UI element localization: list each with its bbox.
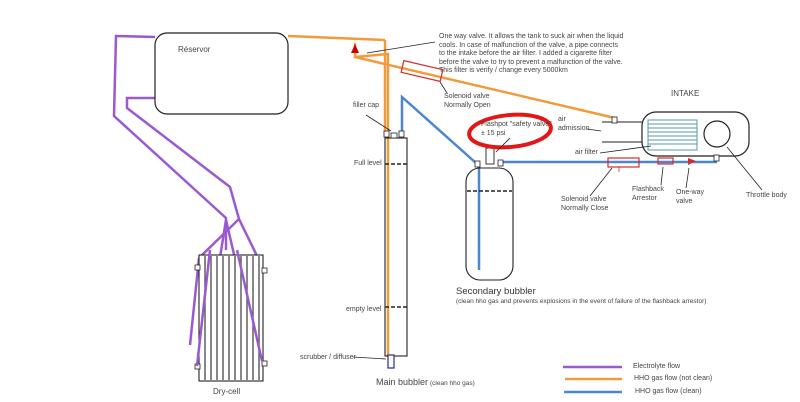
- one-way-valve-arrow: [351, 44, 359, 53]
- intake-port: [713, 154, 720, 162]
- main-bubbler-cap-1: [383, 130, 390, 138]
- reservoir-box: [154, 32, 289, 115]
- electrolyte-pipe-inner: [125, 96, 261, 261]
- one-way-valve-clean: [688, 158, 696, 165]
- throttle-body-label: Throttle body: [746, 192, 787, 199]
- solenoid-valve-open: [400, 59, 444, 83]
- flashback-line-2: Arrestor: [632, 194, 657, 202]
- air-filter-label: air filter: [575, 149, 598, 156]
- air-admission-pointer: [586, 128, 602, 132]
- air-admission-line-2: admission: [558, 124, 590, 132]
- secondary-bubbler-tank: [465, 167, 514, 281]
- intake-housing: [641, 111, 750, 157]
- filler-cap-pointer: [365, 114, 392, 132]
- intake-label: INTAKE: [671, 89, 700, 98]
- air-admission-port: [611, 116, 618, 124]
- electrolyte-pipe-outer: [112, 34, 228, 250]
- main-bubbler-cap-3: [398, 130, 405, 138]
- air-admission-line-1: air: [558, 116, 566, 123]
- one-way-pointer: [685, 167, 690, 189]
- air-filter: [647, 119, 698, 151]
- solenoid-close-line-1: Solenoid valve: [561, 196, 607, 203]
- solenoid-close-pointer: [589, 167, 613, 197]
- main-bubbler-subtitle: (clean hho gas): [429, 380, 475, 387]
- electrolyte-branch-4: [188, 257, 201, 346]
- legend-electrolyte-label: Electrolyte flow: [633, 363, 681, 370]
- reservoir-to-intake-top: [287, 34, 386, 42]
- flashpot-pointer: [495, 137, 511, 153]
- flashpot-line-1: Flashpot "safety valve": [481, 121, 552, 128]
- full-level-label: Full level: [354, 160, 382, 167]
- dry-cell: [194, 254, 268, 382]
- main-to-secondary: [400, 94, 477, 164]
- legend-hho-dirty-label: HHO gas flow (not clean): [634, 375, 713, 382]
- air-filter-pointer: [599, 145, 652, 154]
- flashback-pointer: [660, 166, 664, 186]
- main-bubbler-title: Main bubbler: [376, 377, 429, 387]
- solenoid-close-line-2: Normally Close: [561, 204, 609, 212]
- flashpot: [485, 147, 495, 165]
- note-pointer: [366, 41, 436, 54]
- one-way-valve-note: One way valve. It allows the tank to suc…: [439, 33, 624, 74]
- flashpot-line-2: ± 15 psi: [481, 129, 506, 137]
- secondary-port-left: [474, 160, 481, 168]
- flashpot-label: Flashpot "safety valve" ± 15 psi: [481, 121, 552, 138]
- scrubber-diffuser: [387, 354, 395, 369]
- flashback-line-1: Flashback: [632, 186, 664, 193]
- dry-cell-label: Dry-cell: [213, 387, 241, 396]
- secondary-bubbler-subtitle: (clean hho gas and prevents explosions i…: [456, 298, 707, 305]
- throttle-body-pointer: [726, 146, 763, 191]
- scrubber-pointer: [352, 356, 387, 360]
- secondary-bubbler-title: Secondary bubbler: [456, 286, 536, 297]
- throttle-body: [703, 120, 731, 148]
- solenoid-valve-close: [607, 157, 640, 168]
- solenoid-open-label: Solenoid valve Normally Open: [444, 93, 491, 110]
- scrubber-label: scrubber / diffuser: [300, 354, 356, 361]
- solenoid-open-pointer: [439, 81, 448, 94]
- flashback-arrestor: [657, 157, 674, 165]
- one-way-valve-label: One-way valve: [676, 189, 704, 206]
- orange-to-intake: [354, 55, 616, 120]
- solenoid-open-line-2: Normally Open: [444, 101, 491, 109]
- legend-hho-clean-label: HHO gas flow (clean): [635, 388, 702, 395]
- filler-cap-label: filler cap: [353, 102, 380, 109]
- main-bubbler-caption: Main bubbler (clean hho gas): [376, 378, 475, 389]
- one-way-valve-line-2: valve: [676, 197, 693, 205]
- electrolyte-branch-1: [198, 218, 240, 259]
- main-bubbler-cap-2: [390, 132, 398, 139]
- dry-cell-purple-over: [195, 249, 264, 367]
- air-admission-label: air admission: [558, 116, 590, 133]
- reservoir-label: Réservor: [178, 45, 211, 54]
- solenoid-close-label: Solenoid valve Normally Close: [561, 196, 608, 213]
- empty-level-label: empty level: [346, 306, 382, 313]
- one-way-valve-line-1: One-way: [676, 189, 705, 196]
- flashback-label: Flashback Arrestor: [632, 186, 664, 203]
- secondary-port-right: [497, 159, 504, 167]
- solenoid-open-line-1: Solenoid valve: [444, 93, 490, 100]
- flashpot-highlight-circle: [467, 112, 553, 150]
